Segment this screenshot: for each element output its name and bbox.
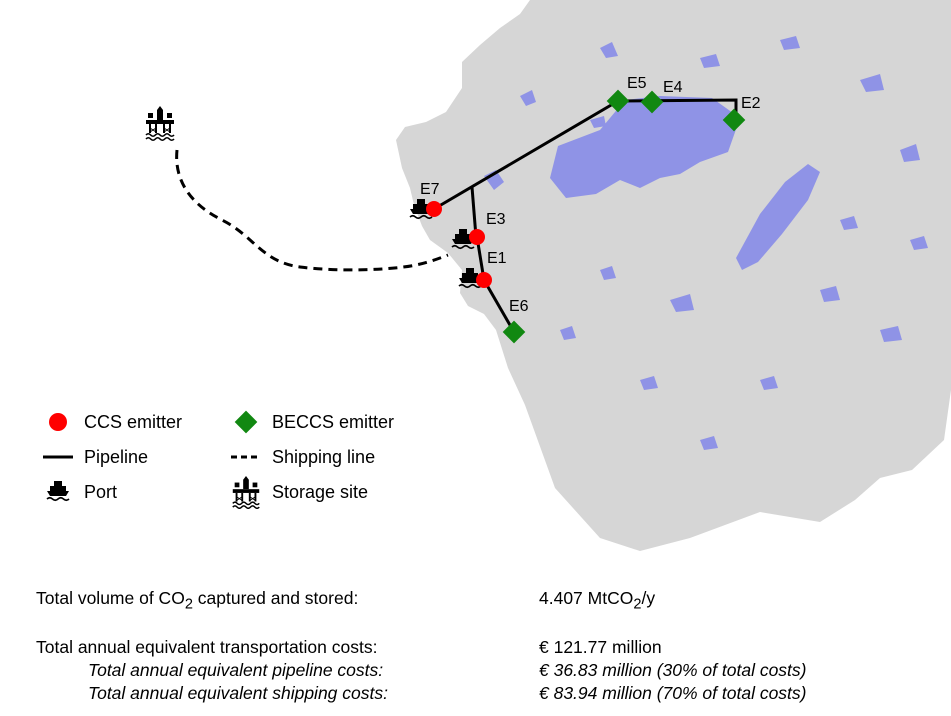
- volume-label: Total volume of CO2 captured and stored:: [36, 588, 359, 613]
- shipping-cost-label: Total annual equivalent shipping costs:: [88, 683, 388, 703]
- dashed-line-icon: [231, 455, 261, 459]
- legend-ccs-emitter: CCS emitter: [40, 408, 182, 436]
- ship-icon: [46, 480, 70, 502]
- shipping-line: [175, 149, 449, 272]
- summary-shipping-row: Total annual equivalent shipping costs: …: [36, 683, 936, 705]
- map-legend: CCS emitter BECCS emitter Pipeline Shipp…: [40, 408, 460, 518]
- offshore-platform-icon: [231, 475, 261, 509]
- label-e6: E6: [509, 298, 529, 315]
- transport-value: € 121.77 million: [539, 637, 662, 657]
- legend-beccs-emitter: BECCS emitter: [228, 408, 394, 436]
- pipeline-cost-value: € 36.83 million (30% of total costs): [539, 660, 807, 680]
- legend-pipeline: Pipeline: [40, 443, 148, 471]
- ccs-emitter-e7: [426, 201, 442, 217]
- ccs-emitter-e3: [469, 229, 485, 245]
- summary-pipeline-row: Total annual equivalent pipeline costs: …: [36, 660, 936, 682]
- label-e5: E5: [627, 75, 647, 92]
- label-e3: E3: [486, 211, 506, 228]
- landmass: [396, 0, 951, 551]
- transport-label: Total annual equivalent transportation c…: [36, 637, 378, 657]
- pipeline-cost-label: Total annual equivalent pipeline costs:: [88, 660, 384, 680]
- shipping-cost-value: € 83.94 million (70% of total costs): [539, 683, 807, 703]
- legend-shipping-line: Shipping line: [228, 443, 375, 471]
- label-e4: E4: [663, 79, 683, 96]
- green-diamond-icon: [234, 410, 258, 434]
- solid-line-icon: [43, 455, 73, 459]
- label-e7: E7: [420, 181, 440, 198]
- storage-site-marker: [145, 105, 176, 142]
- summary-volume-row: Total volume of CO2 captured and stored:…: [36, 588, 936, 613]
- water-bodies: [484, 36, 928, 450]
- red-dot-icon: [49, 413, 67, 431]
- label-e1: E1: [487, 250, 507, 267]
- label-e2: E2: [741, 95, 761, 112]
- legend-storage-site: Storage site: [228, 475, 368, 509]
- volume-value: 4.407 MtCO2/y: [539, 588, 656, 613]
- summary-transport-row: Total annual equivalent transportation c…: [36, 637, 936, 659]
- ccs-emitter-e1: [476, 272, 492, 288]
- region-map: E5 E4 E2 E7 E3 E1 E6: [145, 0, 951, 551]
- legend-port: Port: [40, 478, 117, 506]
